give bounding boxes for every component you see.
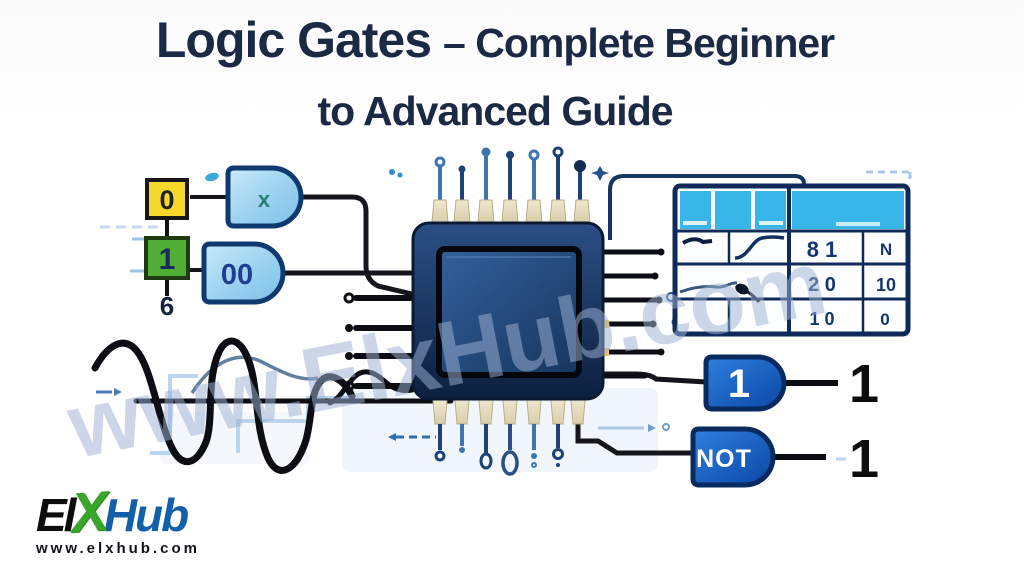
title-rest: – Complete Beginner [443,20,835,66]
gate-not-label: NOT [696,445,752,473]
chip-pins-bottom [432,399,586,476]
microchip [411,221,605,401]
gate-and-bottom-label: 00 [221,259,253,291]
table-cell: 1 0 [809,309,834,329]
gate-and-bottom: 00 [190,241,412,305]
input-box-a: 0 [145,178,189,238]
logo-part-hub: Hub [103,489,189,541]
title-line-1: Logic Gates– Complete Beginner [0,10,990,83]
input-b-value: 1 [159,243,176,276]
title-emphasis: Logic Gates [155,12,432,68]
gate-and-top: x [190,165,413,297]
logo-x-icon: X [69,478,111,545]
input-box-b: 1 6 [144,236,190,321]
gate-and-bottom-body [201,241,286,305]
table-cell: 8 1 [807,237,838,262]
title-line-2: to Advanced Guide [317,88,673,134]
gate-or-label: 1 [728,362,750,406]
chip-pins-left [343,292,415,392]
brand-logo: El X Hub www.elxhub.com [36,478,200,557]
input-b-pin-label: 6 [160,291,174,321]
sine-wave [91,337,356,474]
input-a-value: 0 [159,185,174,215]
truth-table-sketches [679,235,785,303]
gate-and-top-output-wire [301,194,413,297]
logo-part-el: El [36,489,77,541]
gate-not-output-value: 1 [849,429,879,489]
gate-not: NOT 1 [690,426,879,489]
table-cell: N [880,240,892,259]
gate-or: 1 1 [703,354,879,414]
table-cell: 0 [880,310,889,329]
logo-website-url: www.elxhub.com [36,540,200,557]
chip-pins-top [431,146,591,223]
truth-table: 8 1 N 2 0 10 1 0 0 [672,183,911,337]
gate-and-top-body [225,165,304,229]
gate-and-top-label: x [258,187,271,212]
gate-or-body [703,354,787,412]
waveform [91,337,454,474]
page-title: Logic Gates– Complete Beginner to Advanc… [0,10,990,137]
gate-not-body [690,426,776,488]
table-cell: 2 0 [808,274,836,296]
table-cell: 10 [876,275,896,295]
truth-table-header [680,191,904,229]
chip-pins-right [600,248,665,379]
gate-or-output-value: 1 [849,354,879,414]
